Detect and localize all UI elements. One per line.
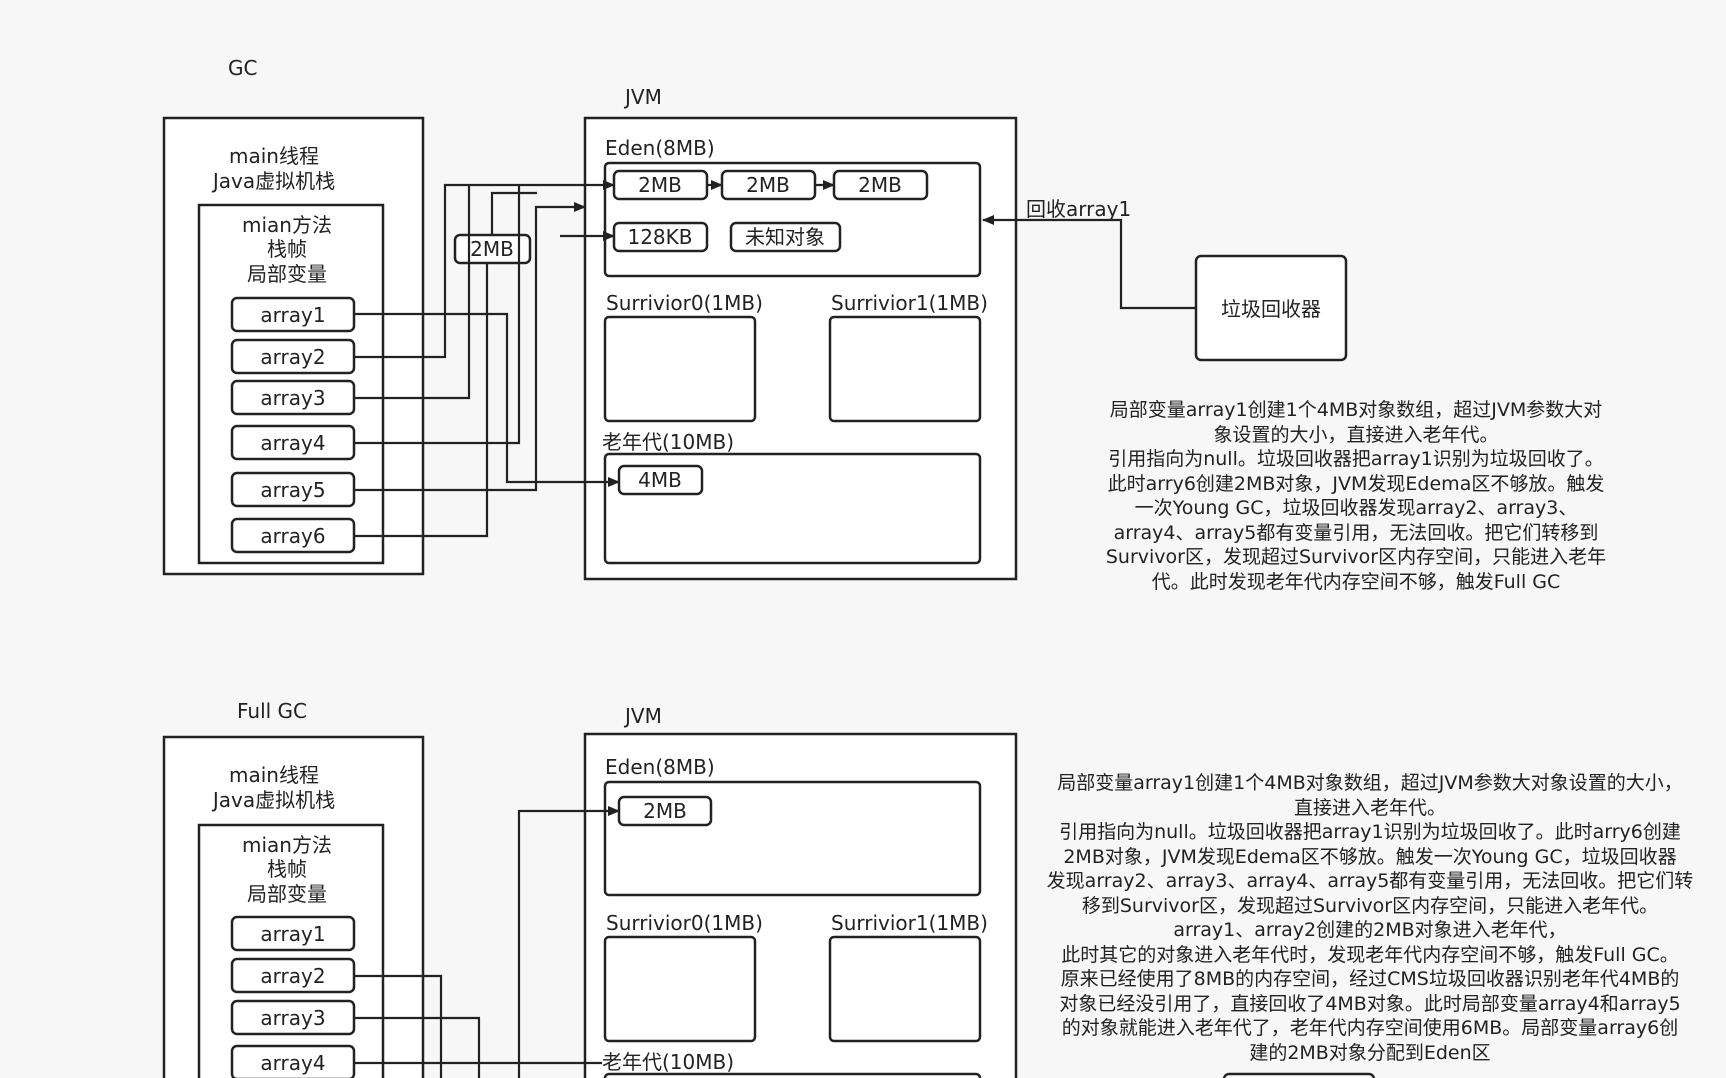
bottom-eden-object-2mb: 2MB (617, 795, 713, 827)
bottom-old-label: 老年代(10MB) (602, 1050, 734, 1074)
top-var-label: array3 (260, 386, 325, 410)
top-var-array4: array4 (230, 424, 356, 461)
arrow-array2-to-eden (354, 180, 615, 359)
top-stack-title-1: main线程 (229, 144, 319, 168)
arrow-array4-to-eden (354, 185, 521, 445)
bottom-note: 局部变量array1创建1个4MB对象数组，超过JVM参数大对象设置的大小， 直… (1046, 772, 1694, 1064)
bottom-stack-title-2: Java虚拟机栈 (211, 788, 335, 812)
top-frame-title-3: 局部变量 (247, 262, 327, 286)
top-s1-label: Surrivior1(1MB) (831, 291, 988, 315)
bottom-frame-title-1: mian方法 (242, 833, 332, 857)
top-note: 局部变量array1创建1个4MB对象数组，超过JVM参数大对 象设置的大小，直… (1105, 399, 1607, 593)
top-var-array1: array1 (230, 296, 356, 333)
bottom-s0-label: Surrivior0(1MB) (606, 911, 763, 935)
bottom-var-array3: array3 (230, 999, 356, 1036)
arrow-collector-to-eden (982, 215, 1196, 310)
top-eden-object-2mb-3: 2MB (832, 169, 929, 201)
top-jvm-title: JVM (623, 85, 662, 109)
bottom-frame-box (197, 823, 385, 1078)
top-var-label: array2 (260, 345, 325, 369)
top-frame-title-2: 栈帧 (267, 237, 307, 261)
gc-arrow-label: 回收array1 (1026, 197, 1131, 221)
object-label: 2MB (643, 799, 687, 823)
object-label: 2MB (858, 173, 902, 197)
bottom-old-box (603, 1072, 982, 1078)
top-floating-2mb: 2MB (453, 233, 532, 265)
object-label: 4MB (638, 468, 682, 492)
object-label: 未知对象 (745, 225, 825, 249)
bottom-collector-partial (1222, 1072, 1376, 1078)
top-var-label: array4 (260, 431, 325, 455)
top-var-array5: array5 (230, 471, 356, 508)
top-old-label: 老年代(10MB) (602, 430, 734, 454)
top-old-object-4mb: 4MB (617, 464, 704, 496)
bottom-diagram: Full GC main线程 Java虚拟机栈 mian方法 栈帧 局部变量 a… (162, 699, 1376, 1078)
object-label: 128KB (627, 225, 692, 249)
top-stack-title-2: Java虚拟机栈 (211, 169, 335, 193)
top-eden-object-128kb: 128KB (612, 221, 709, 253)
top-frame-title-1: mian方法 (242, 213, 332, 237)
top-var-label: array1 (260, 303, 325, 327)
bottom-s1-box (828, 935, 982, 1043)
arrow-array3-to-eden (354, 185, 471, 400)
top-var-array6: array6 (230, 517, 356, 554)
arrow-floating-up (490, 191, 537, 235)
arrow-array6-to-floating (354, 263, 489, 538)
bottom-title: Full GC (237, 699, 307, 723)
bottom-stack-title-1: main线程 (229, 763, 319, 787)
arrow-array3-down (354, 1016, 481, 1078)
top-var-array3: array3 (230, 379, 356, 416)
bottom-var-label: array3 (260, 1006, 325, 1030)
bottom-s1-label: Surrivior1(1MB) (831, 911, 988, 935)
top-diagram: GC main线程 Java虚拟机栈 mian方法 栈帧 局部变量 array1… (162, 56, 1348, 581)
object-label: 2MB (470, 237, 514, 261)
bottom-var-label: array4 (260, 1051, 325, 1075)
arrow-array1-to-old (354, 312, 620, 487)
bottom-frame-title-3: 局部变量 (247, 882, 327, 906)
bottom-s0-box (603, 935, 757, 1043)
object-label: 2MB (746, 173, 790, 197)
top-eden-object-unknown: 未知对象 (729, 221, 842, 253)
bottom-var-label: array1 (260, 922, 325, 946)
top-s0-label: Surrivior0(1MB) (606, 291, 763, 315)
top-eden-label: Eden(8MB) (605, 136, 715, 160)
top-garbage-collector: 垃圾回收器 (1194, 254, 1348, 362)
top-var-label: array5 (260, 478, 325, 502)
bottom-var-array1: array1 (230, 915, 356, 952)
collector-label: 垃圾回收器 (1221, 297, 1321, 321)
bottom-jvm-title: JVM (623, 704, 662, 728)
bottom-var-array4: array4 (230, 1044, 356, 1078)
bottom-frame-title-2: 栈帧 (267, 857, 307, 881)
top-var-label: array6 (260, 524, 325, 548)
arrow-array5-to-eden (354, 202, 586, 492)
object-label: 2MB (638, 173, 682, 197)
top-s0-box (603, 315, 757, 423)
arrow-to-bottom-eden (517, 806, 620, 1078)
top-var-array2: array2 (230, 338, 356, 375)
arrow-array2-down (354, 974, 443, 1078)
top-s1-box (828, 315, 982, 423)
bottom-var-array2: array2 (230, 957, 356, 994)
top-eden-object-2mb-2: 2MB (720, 169, 817, 201)
bottom-eden-label: Eden(8MB) (605, 755, 715, 779)
bottom-var-label: array2 (260, 964, 325, 988)
top-eden-object-2mb-1: 2MB (612, 169, 709, 201)
top-title: GC (228, 56, 257, 80)
